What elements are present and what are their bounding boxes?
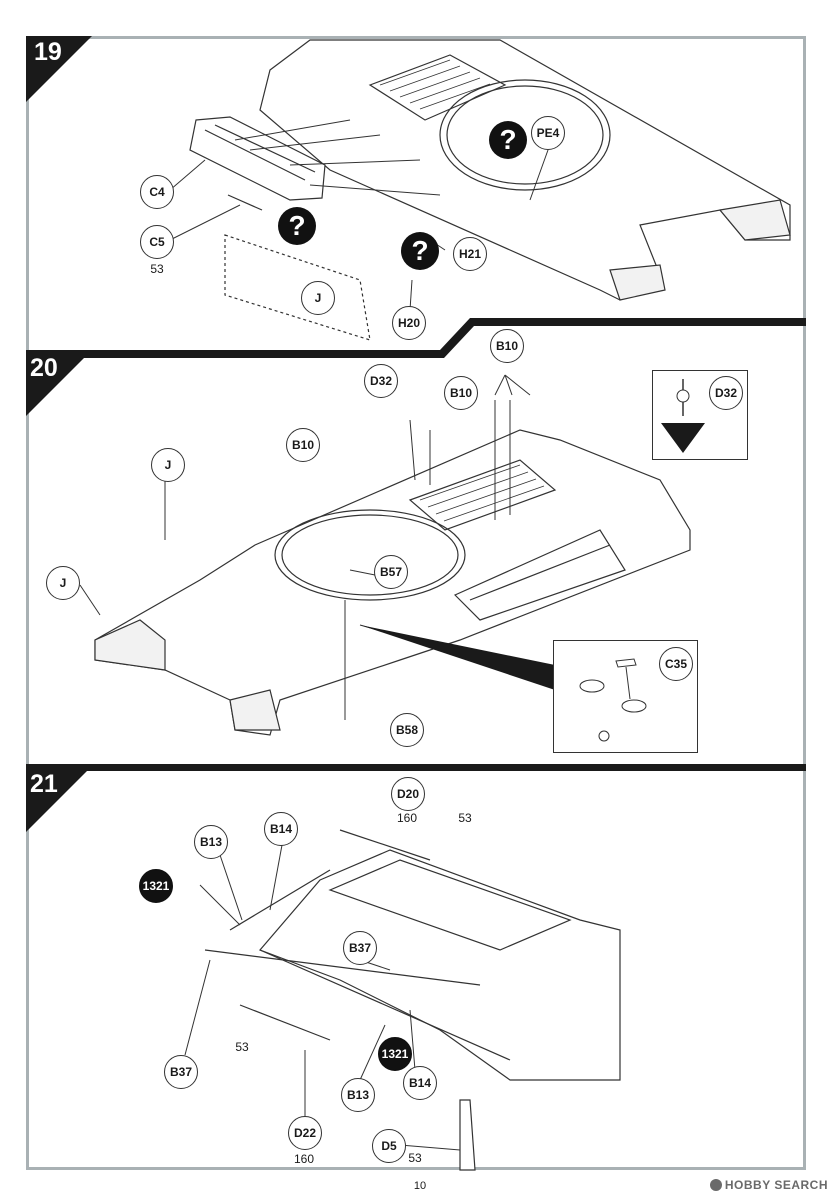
inset-pointer [360, 625, 555, 690]
part-callout-h21: H21 [453, 237, 487, 271]
part-callout-d32: D32 [709, 376, 743, 410]
part-callout-b14: B14 [264, 812, 298, 846]
part-callout-c4: C4 [140, 175, 174, 209]
paint-callout-1321: 1321 [139, 869, 173, 903]
part-callout-b10: B10 [490, 329, 524, 363]
part-callout-pe4: PE4 [531, 116, 565, 150]
hobby-search-logo-icon [709, 1179, 722, 1191]
separator-19-20 [26, 318, 806, 358]
part-callout-b57: B57 [374, 555, 408, 589]
question-icon: ? [401, 232, 439, 270]
part-callout-d20: D20 [391, 777, 425, 811]
page-frame [26, 36, 806, 1170]
step-21-leaders [184, 844, 461, 1151]
part-callout-j: J [46, 566, 80, 600]
step-19-leaders [169, 119, 549, 311]
watermark-text: HOBBY SEARCH [724, 1178, 828, 1192]
paint-code: 160 [396, 811, 418, 825]
part-callout-d5: D5 [372, 1129, 406, 1163]
step-20-tab [26, 350, 92, 416]
c35-detail-drawing [579, 658, 647, 742]
watermark: HOBBY SEARCH [709, 1178, 828, 1192]
part-callout-j: J [151, 448, 185, 482]
part-callout-d22: D22 [288, 1116, 322, 1150]
paint-code: 53 [235, 1040, 249, 1054]
part-callout-j: J [301, 281, 335, 315]
part-callout-b13: B13 [341, 1078, 375, 1112]
d32-detail-drawing [661, 379, 705, 453]
step-number: 20 [30, 354, 58, 382]
part-callout-c35: C35 [659, 647, 693, 681]
page-number: 10 [413, 1180, 427, 1192]
step-21-hull [204, 829, 621, 1171]
question-icon: ? [278, 207, 316, 245]
step-number: 21 [30, 770, 58, 798]
part-callout-b13: B13 [194, 825, 228, 859]
separator-20-21 [26, 764, 806, 771]
paint-code: 160 [293, 1152, 315, 1166]
part-callout-b37: B37 [164, 1055, 198, 1089]
part-callout-c5: C5 [140, 225, 174, 259]
step-19-tab [26, 36, 92, 102]
step-number: 19 [34, 38, 62, 66]
part-callout-b14: B14 [403, 1066, 437, 1100]
part-callout-h20: H20 [392, 306, 426, 340]
step-21-tab [26, 766, 92, 832]
paint-code: 53 [458, 811, 472, 825]
part-callout-d32: D32 [364, 364, 398, 398]
part-callout-b10: B10 [286, 428, 320, 462]
paint-code: 53 [150, 262, 164, 276]
step-19-hull [189, 39, 791, 341]
paint-code: 53 [408, 1151, 422, 1165]
part-callout-b58: B58 [390, 713, 424, 747]
part-callout-b37: B37 [343, 931, 377, 965]
paint-callout-1321: 1321 [378, 1037, 412, 1071]
part-callout-b10: B10 [444, 376, 478, 410]
question-icon: ? [489, 121, 527, 159]
